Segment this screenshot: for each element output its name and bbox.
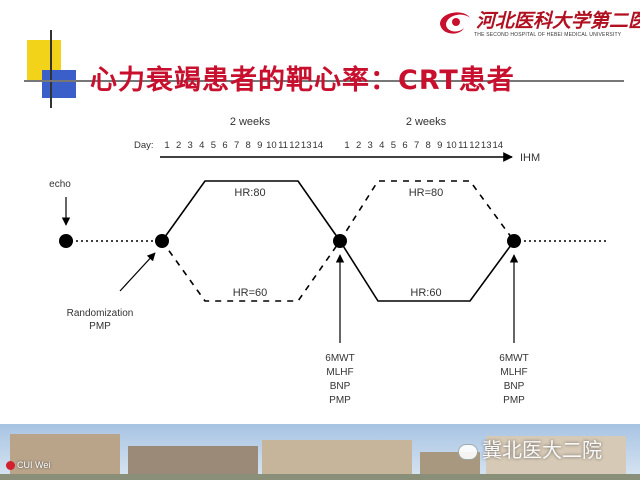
path-lower-period2-solid (339, 240, 515, 302)
ground-strip (0, 474, 640, 480)
day-number: 6 (222, 140, 227, 151)
building-shape (486, 436, 626, 476)
footer-building-photo (0, 424, 640, 480)
day-number: 12 (469, 140, 480, 151)
slide-title: 心力衰竭患者的靶心率：CRT患者 (90, 65, 515, 96)
hospital-logo: 河北医科大学第二医院 THE SECOND HOSPITAL OF HEBEI … (434, 4, 640, 46)
node-crossover (333, 234, 347, 248)
assessment-item: MLHF (326, 367, 353, 378)
day-number: 3 (188, 140, 193, 151)
logo-chinese-name: 河北医科大学第二医院 (476, 10, 640, 32)
assessment-item: 6MWT (499, 353, 528, 364)
hr-label-low-first: HR=60 (233, 287, 268, 299)
randomization-label: Randomization (67, 308, 134, 319)
day-number: 6 (402, 140, 407, 151)
day-number: 12 (289, 140, 300, 151)
node-echo (59, 234, 73, 248)
credit-icon (6, 461, 15, 471)
day-prefix: Day: (134, 140, 154, 151)
day-number: 5 (391, 140, 396, 151)
day-number: 9 (257, 140, 262, 151)
randomization-arrow (119, 252, 156, 292)
day-number: 14 (493, 140, 504, 151)
hr-label-low-second: HR:60 (410, 287, 441, 299)
path-lower-period1-dashed (161, 240, 341, 302)
day-number: 8 (426, 140, 431, 151)
day-number: 9 (437, 140, 442, 151)
building-shape (10, 434, 120, 476)
period-label-second: 2 weeks (406, 116, 447, 128)
day-number: 3 (368, 140, 373, 151)
day-number: 4 (199, 140, 204, 151)
logo-emblem-icon (440, 12, 470, 34)
node-end (507, 234, 521, 248)
credit-text: CUI Wei (17, 460, 51, 470)
wechat-icon (458, 443, 478, 460)
building-shape (128, 446, 258, 476)
ihm-label: IHM (520, 152, 540, 164)
footer-brand: 冀北医大二院 (458, 434, 602, 463)
period-label-first: 2 weeks (230, 116, 271, 128)
node-randomization (155, 234, 169, 248)
day-number: 5 (211, 140, 216, 151)
decor-vertical-line (50, 30, 52, 108)
footer-credit: CUI Wei (6, 460, 51, 471)
assessment-item: PMP (503, 395, 525, 406)
hr-label-high-second: HR=80 (409, 187, 444, 199)
day-number: 7 (414, 140, 419, 151)
day-number: 13 (301, 140, 312, 151)
day-number: 2 (176, 140, 181, 151)
day-number: 10 (266, 140, 277, 151)
assessment-list-second: 6MWT MLHF BNP PMP (499, 353, 528, 406)
assessment-list-first: 6MWT MLHF BNP PMP (325, 353, 354, 406)
day-number: 1 (164, 140, 169, 151)
assessment-item: BNP (504, 381, 525, 392)
assessment-item: BNP (330, 381, 351, 392)
day-number: 14 (313, 140, 324, 151)
day-number: 8 (246, 140, 251, 151)
day-number: 1 (344, 140, 349, 151)
randomization-sub-label: PMP (89, 321, 111, 332)
decor-blue-square (42, 70, 76, 98)
echo-label: echo (49, 179, 71, 190)
assessment-item: PMP (329, 395, 351, 406)
day-number: 4 (379, 140, 384, 151)
logo-english-name: THE SECOND HOSPITAL OF HEBEI MEDICAL UNI… (474, 32, 622, 38)
brand-text: 冀北医大二院 (482, 438, 602, 462)
building-shape (262, 440, 412, 476)
day-number: 11 (278, 140, 288, 151)
path-upper-period1-solid (161, 180, 341, 242)
day-number: 13 (481, 140, 492, 151)
day-number: 7 (234, 140, 239, 151)
day-number: 2 (356, 140, 361, 151)
assessment-item: MLHF (500, 367, 527, 378)
assessment-item: 6MWT (325, 353, 354, 364)
hr-label-high-first: HR:80 (234, 187, 265, 199)
decor-horizontal-line (24, 80, 624, 82)
day-number: 10 (446, 140, 457, 151)
day-number: 11 (458, 140, 468, 151)
